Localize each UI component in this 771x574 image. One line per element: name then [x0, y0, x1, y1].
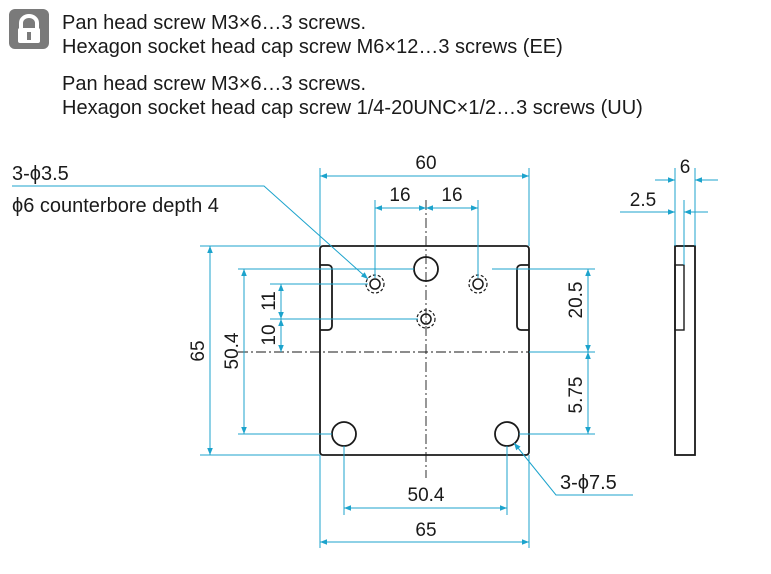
callout-large-holes: 3-ϕ7.5 [560, 472, 617, 494]
large-hole-bottom-left [331, 421, 357, 447]
plate-outline [319, 245, 530, 456]
dim-left-height: 65 [188, 340, 209, 361]
note-ee-line2: Hexagon socket head cap screw M6×12…3 sc… [62, 36, 563, 58]
dim-top-width: 60 [415, 153, 436, 174]
note-uu-line2: Hexagon socket head cap screw 1/4-20UNC×… [62, 97, 643, 119]
dim-left-10: 10 [259, 324, 280, 345]
lock-icon [9, 9, 49, 49]
dim-top-right-16: 16 [441, 185, 462, 206]
dim-right-20-5: 20.5 [566, 282, 587, 319]
note-uu-line1: Pan head screw M3×6…3 screws. [62, 73, 367, 95]
dim-bottom-65: 65 [415, 520, 436, 541]
leader-lines [12, 185, 633, 496]
extension-lines [200, 168, 595, 548]
dim-top-left-16: 16 [389, 185, 410, 206]
dim-left-50-4: 50.4 [222, 332, 243, 369]
side-view [674, 245, 696, 456]
center-lines [238, 200, 592, 478]
dim-bottom-50-4: 50.4 [408, 485, 445, 506]
callout-small-holes-line2: ϕ6 counterbore depth 4 [12, 195, 219, 217]
dim-side-6: 6 [680, 157, 691, 178]
dim-right-5-75: 5.75 [566, 377, 587, 414]
callout-small-holes-line1: 3-ϕ3.5 [12, 163, 69, 185]
note-ee-line1: Pan head screw M3×6…3 screws. [62, 12, 367, 34]
dim-left-11: 11 [259, 291, 280, 311]
dimension-lines [207, 173, 591, 545]
dim-side-2-5: 2.5 [630, 190, 656, 211]
side-view-dimensions [620, 168, 718, 265]
large-hole-bottom-right [494, 421, 520, 447]
